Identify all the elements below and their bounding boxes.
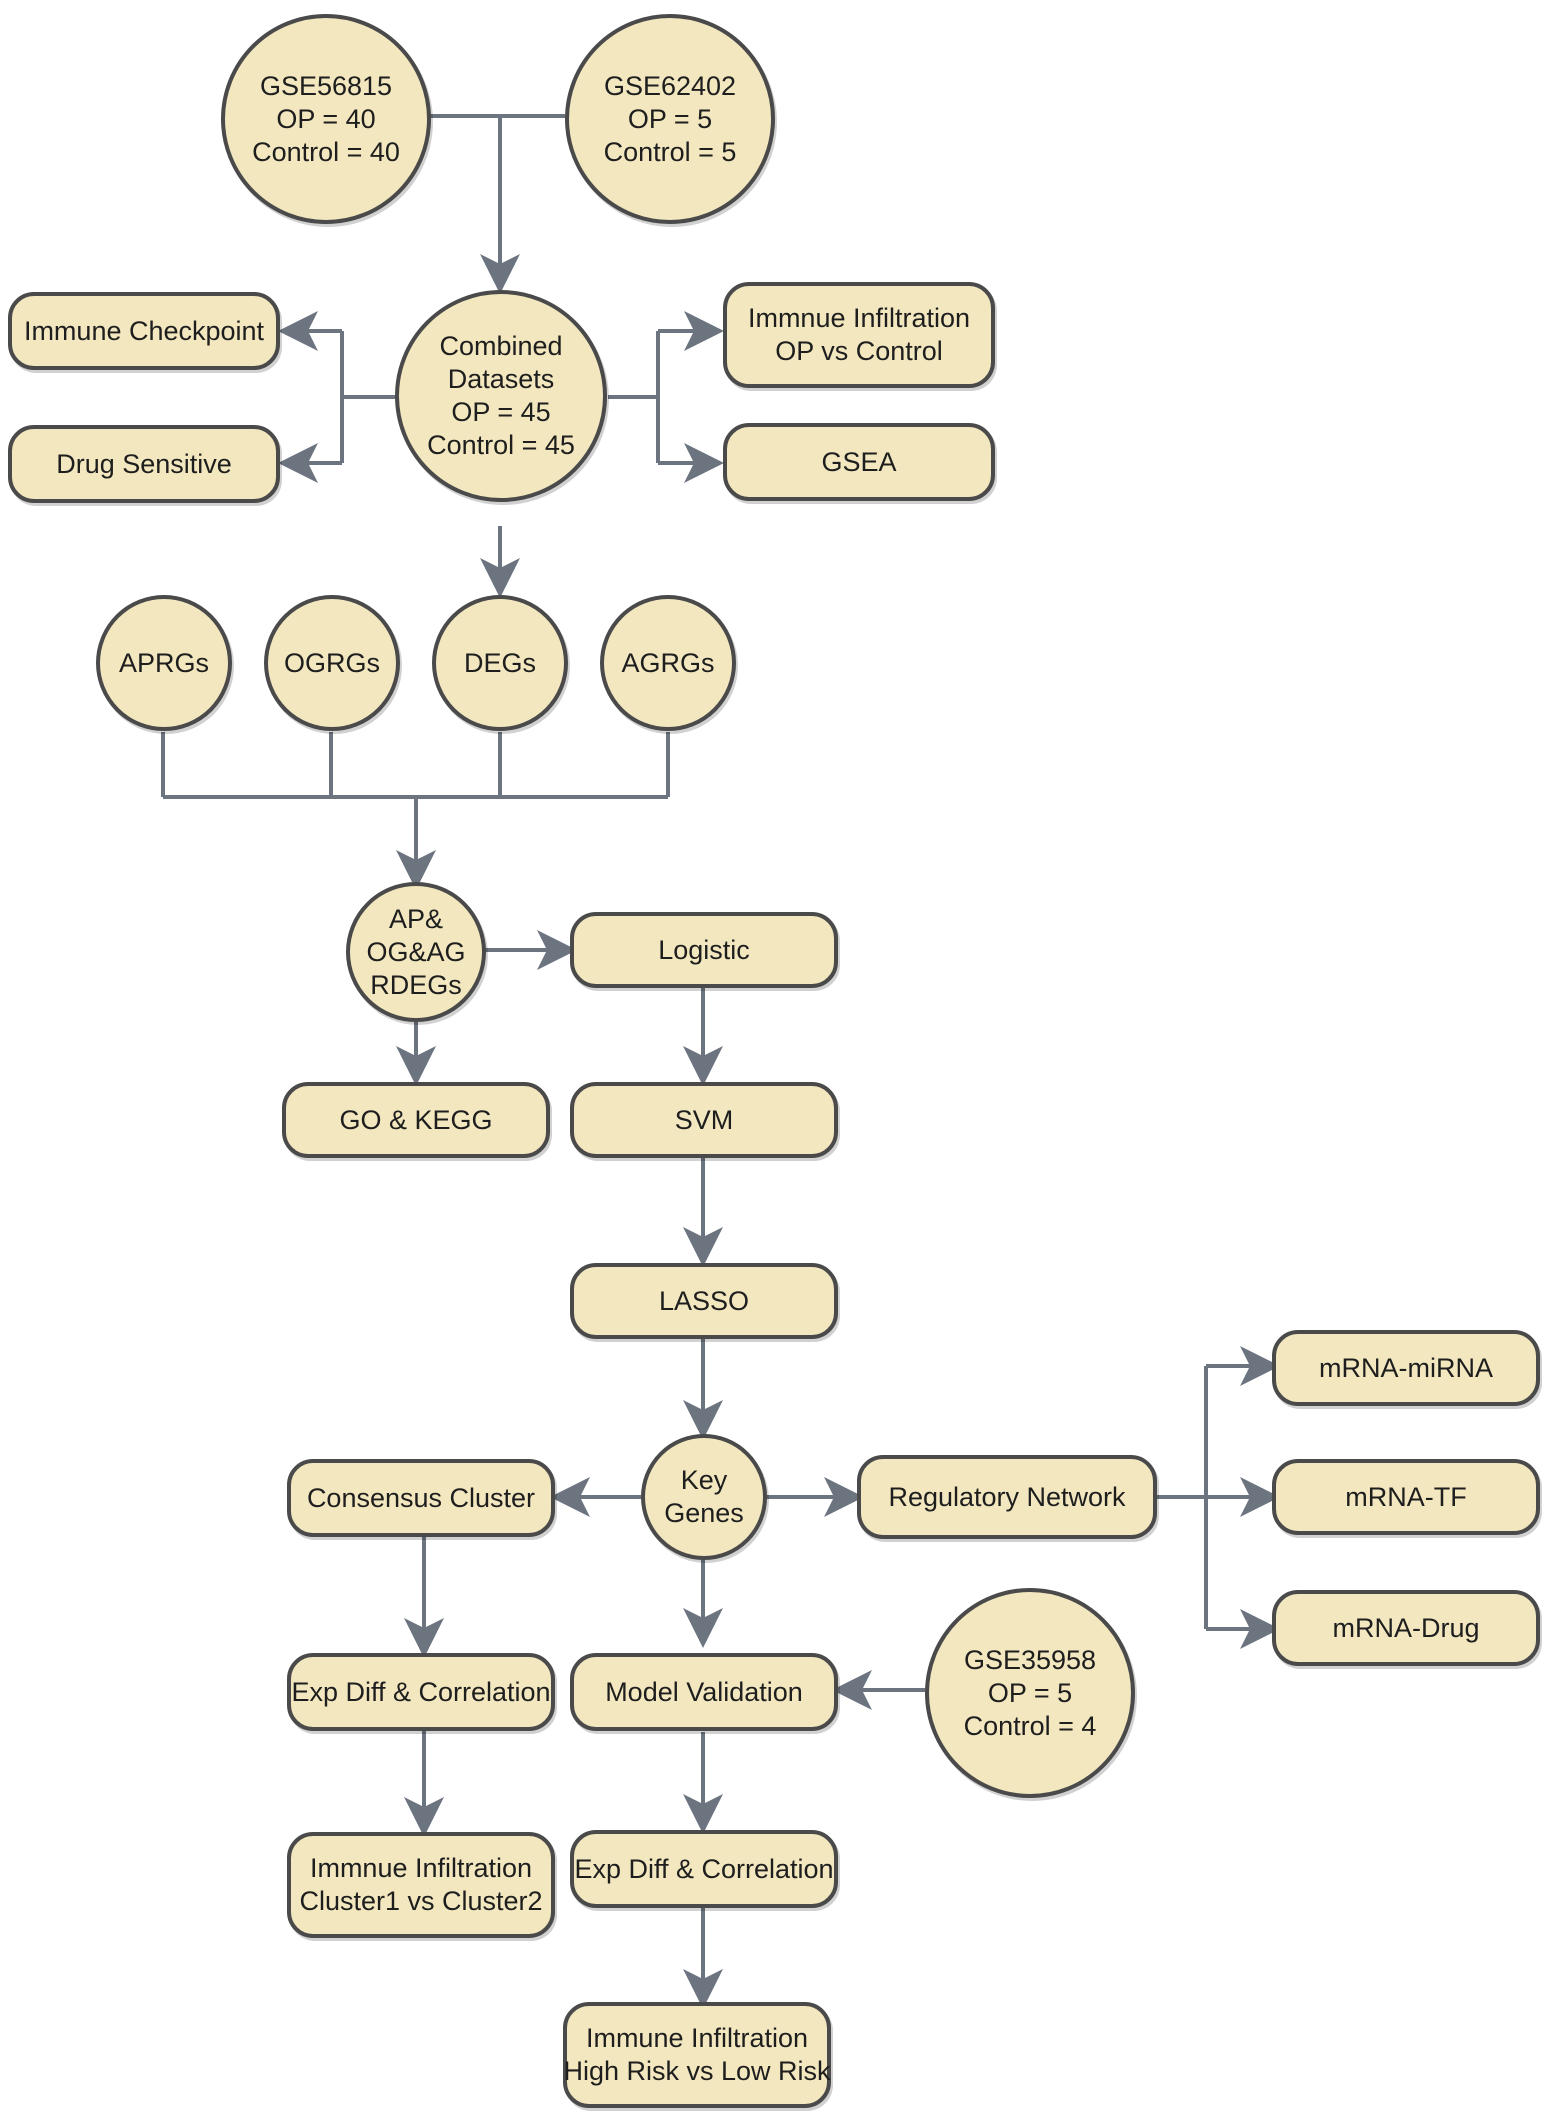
node-svm: SVM <box>570 1082 838 1158</box>
node-rdegs: AP& OG&AG RDEGs <box>346 882 486 1022</box>
connector-genesets-merge <box>161 732 670 799</box>
node-drug-sensitive: Drug Sensitive <box>8 425 280 503</box>
node-combined-datasets: Combined Datasets OP = 45 Control = 45 <box>395 290 607 502</box>
node-exp-diff-cluster: Exp Diff & Correlation <box>287 1653 555 1731</box>
node-immune-infiltration-op: Immnue Infiltration OP vs Control <box>723 282 995 388</box>
node-exp-diff-risk: Exp Diff & Correlation <box>570 1830 838 1908</box>
node-aprgs: APRGs <box>96 595 232 731</box>
node-gse62402: GSE62402 OP = 5 Control = 5 <box>565 14 775 224</box>
node-logistic: Logistic <box>570 912 838 988</box>
node-mrna-mirna: mRNA-miRNA <box>1272 1330 1540 1406</box>
node-immune-infiltration-cluster: Immnue Infiltration Cluster1 vs Cluster2 <box>287 1832 555 1938</box>
node-ogrgs: OGRGs <box>264 595 400 731</box>
node-immune-infiltration-risk: Immune Infiltration High Risk vs Low Ris… <box>563 2002 831 2108</box>
node-gse35958: GSE35958 OP = 5 Control = 4 <box>925 1588 1135 1798</box>
connector-combined-left <box>340 331 396 463</box>
node-gse56815: GSE56815 OP = 40 Control = 40 <box>221 14 431 224</box>
node-go-kegg: GO & KEGG <box>282 1082 550 1158</box>
node-gsea: GSEA <box>723 423 995 501</box>
node-lasso: LASSO <box>570 1263 838 1339</box>
node-mrna-drug: mRNA-Drug <box>1272 1590 1540 1666</box>
node-degs: DEGs <box>432 595 568 731</box>
node-agrgs: AGRGs <box>600 595 736 731</box>
node-immune-checkpoint: Immune Checkpoint <box>8 292 280 370</box>
node-regulatory-network: Regulatory Network <box>857 1455 1157 1539</box>
node-key-genes: Key Genes <box>641 1434 767 1560</box>
node-consensus-cluster: Consensus Cluster <box>287 1459 555 1537</box>
node-mrna-tf: mRNA-TF <box>1272 1459 1540 1535</box>
connector-regulatory-split <box>1156 1366 1208 1629</box>
node-model-validation: Model Validation <box>570 1653 838 1731</box>
connector-combined-right <box>608 331 660 463</box>
